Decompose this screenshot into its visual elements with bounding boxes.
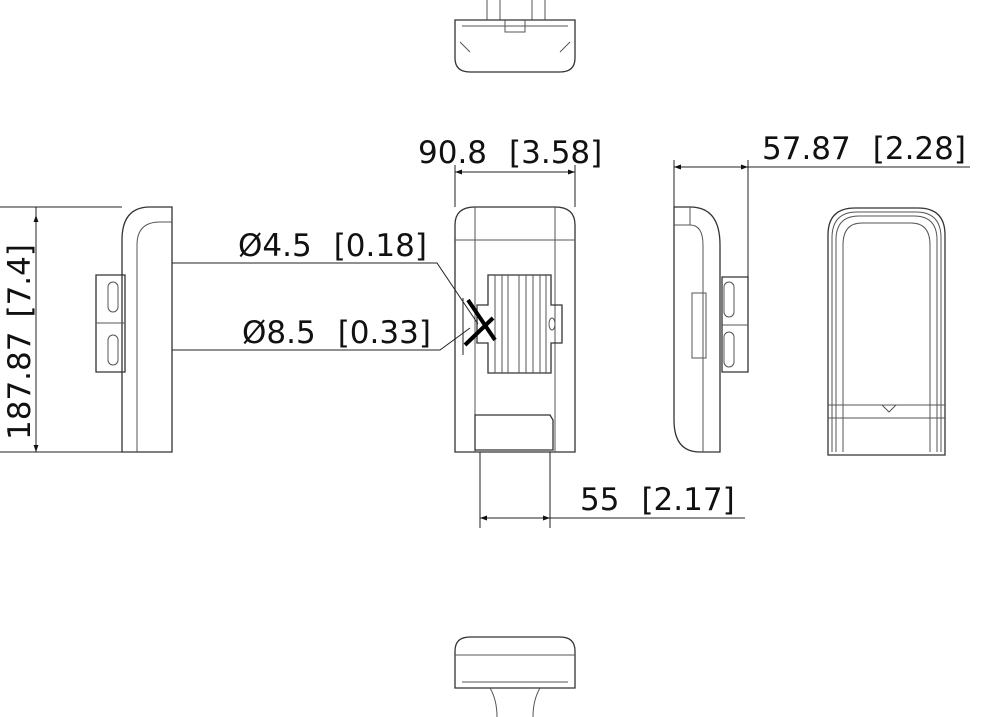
left-side-view <box>95 206 173 453</box>
width-dimension <box>454 165 576 207</box>
bottom-view <box>454 636 576 717</box>
top-view <box>454 0 576 73</box>
back-view <box>827 207 946 456</box>
hole-large-label: Ø8.5[0.33] <box>242 315 431 351</box>
hole-small-label: Ø4.5[0.18] <box>238 228 427 264</box>
hole-callouts <box>172 262 479 351</box>
depth-dimension <box>673 160 970 277</box>
front-view <box>454 206 576 453</box>
depth-label: 57.87[2.28] <box>762 131 966 167</box>
height-label: 187.87[7.4] <box>2 244 38 440</box>
width-label: 90.8[3.58] <box>418 135 602 171</box>
height-dimension <box>0 206 122 453</box>
bracket-width-dimension <box>479 452 745 528</box>
bracket-width-label: 55[2.17] <box>580 482 735 518</box>
right-side-view <box>673 206 749 453</box>
